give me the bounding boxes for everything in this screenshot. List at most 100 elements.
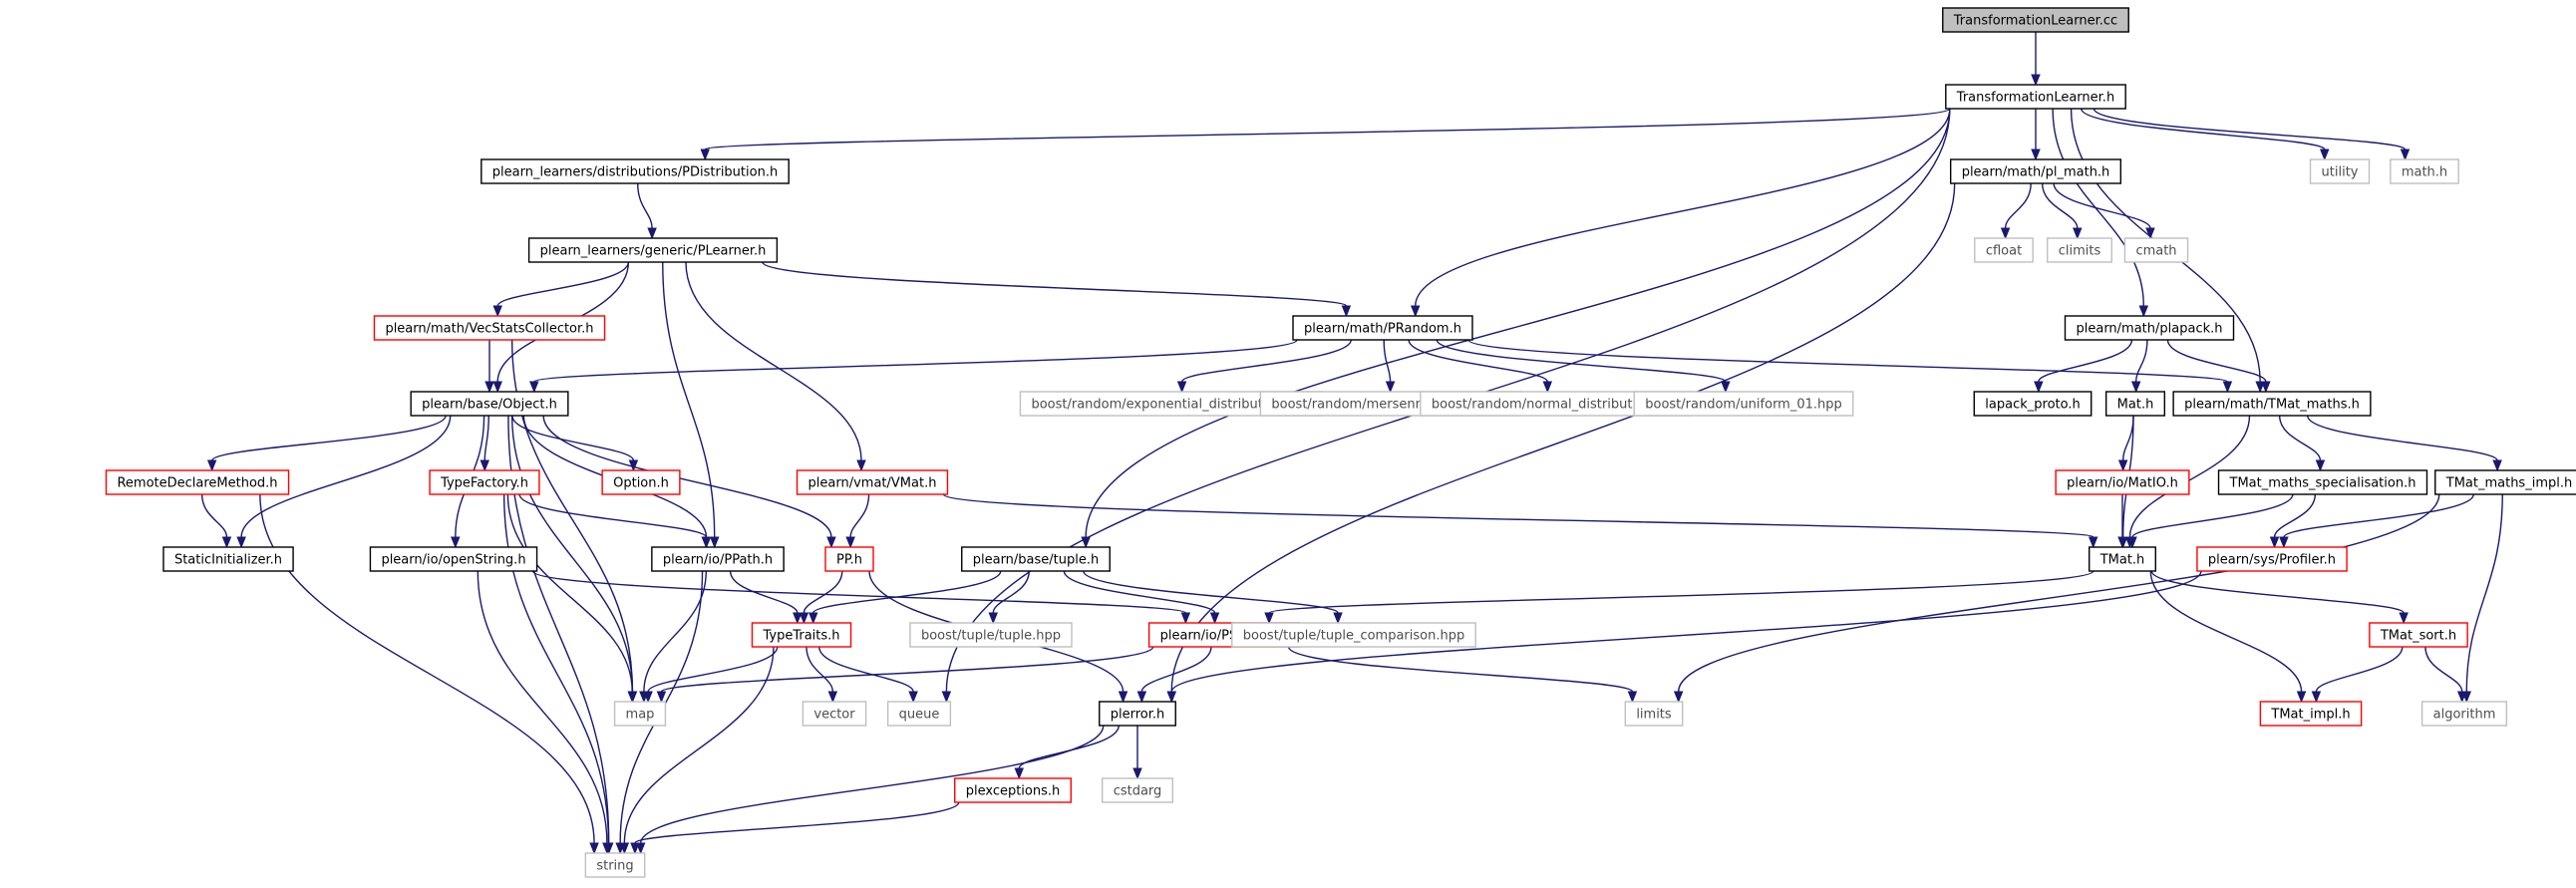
arrowhead-tmath-to-pstream <box>1264 612 1274 625</box>
edge-typetraits-to-queue <box>818 646 914 693</box>
node-map: map <box>613 701 667 727</box>
node-tuplecomp: boost/tuple/tuple_comparison.hpp <box>1231 622 1476 648</box>
node-plerror[interactable]: plerror.h <box>1099 701 1176 727</box>
node-box <box>1949 158 2122 184</box>
node-plmath[interactable]: plearn/math/pl_math.h <box>1949 158 2122 184</box>
node-box <box>824 546 874 572</box>
arrowhead-prandom-to-mersenne <box>1385 381 1396 394</box>
arrowhead-matio-to-tmath <box>2117 536 2127 549</box>
node-box <box>527 237 779 263</box>
node-pph[interactable]: PP.h <box>824 546 874 572</box>
node-tmatsort[interactable]: TMat_sort.h <box>2369 622 2468 648</box>
node-utility: utility <box>2309 158 2371 184</box>
node-box <box>909 622 1073 648</box>
node-tmatimplh[interactable]: TMat_maths_impl.h <box>2434 469 2576 495</box>
node-label: cfloat <box>1986 244 2022 259</box>
edge-pph-to-typetraits <box>803 570 843 614</box>
node-pdist[interactable]: plearn_learners/distributions/PDistribut… <box>481 158 790 184</box>
arrowhead-remotedecl-to-string <box>589 842 599 855</box>
edge-tmatsort-to-algorithm <box>2424 646 2463 693</box>
edge-tmatimplh-to-profiler <box>2283 493 2474 538</box>
edge-prandom-to-expdist <box>1180 339 1352 383</box>
node-mathh: math.h <box>2390 158 2459 184</box>
node-tl_cc[interactable]: TransformationLearner.cc <box>1942 7 2129 33</box>
arrowhead-prandom-to-uniform <box>1721 381 1731 394</box>
arrowhead-tmatspec-to-profiler <box>2269 536 2280 549</box>
node-label: vector <box>813 708 855 723</box>
arrowhead-vmat-to-tmath <box>2088 536 2098 549</box>
arrowhead-tl_h-to-queue <box>941 691 952 704</box>
node-plexceptions[interactable]: plexceptions.h <box>954 777 1072 803</box>
node-plapack[interactable]: plearn/math/plapack.h <box>2064 315 2235 341</box>
arrowhead-typefactory-to-ppath <box>701 536 712 549</box>
node-prandom[interactable]: plearn/math/PRandom.h <box>1292 315 1473 341</box>
node-box <box>584 852 646 878</box>
edge-pdist-to-plearner <box>637 182 653 229</box>
node-cmath: cmath <box>2123 237 2189 263</box>
node-remotedecl[interactable]: RemoteDeclareMethod.h <box>105 469 290 495</box>
node-label: TransformationLearner.cc <box>1953 14 2117 29</box>
node-tmatspec[interactable]: TMat_maths_specialisation.h <box>2217 469 2428 495</box>
node-vecstats[interactable]: plearn/math/VecStatsCollector.h <box>373 315 606 341</box>
arrowhead-typetraits-to-vector <box>827 691 838 704</box>
node-staticinit[interactable]: StaticInitializer.h <box>162 546 294 572</box>
node-math[interactable]: Mat.h <box>2104 391 2166 417</box>
edge-object-to-pph <box>542 415 832 538</box>
edge-openstring-to-pstream <box>531 570 1187 614</box>
node-object[interactable]: plearn/base/Object.h <box>410 391 569 417</box>
node-box <box>2217 469 2428 495</box>
edge-tl_h-to-pdist <box>704 108 1951 150</box>
node-lapackproto[interactable]: lapack_proto.h <box>1973 391 2093 417</box>
edge-tl_h-to-mathh <box>2093 108 2407 150</box>
node-box <box>2309 158 2371 184</box>
arrowhead-tl_h-to-mathh <box>2400 148 2411 161</box>
node-option[interactable]: Option.h <box>601 469 681 495</box>
arrowhead-vmat-to-pph <box>845 536 855 549</box>
edge-remotedecl-to-staticinit <box>200 493 228 538</box>
edge-ppath-to-typetraits <box>729 570 799 614</box>
edge-object-to-typefactory <box>483 415 489 461</box>
edge-pstream-to-limits <box>1287 646 1634 693</box>
node-label: TMat.h <box>2099 553 2145 568</box>
node-tuple[interactable]: plearn/base/tuple.h <box>961 546 1111 572</box>
arrowhead-pstream-to-limits <box>1627 691 1638 704</box>
edge-typefactory-to-map <box>506 493 633 693</box>
node-typefactory[interactable]: TypeFactory.h <box>429 469 540 495</box>
node-plearner[interactable]: plearn_learners/generic/PLearner.h <box>527 237 779 263</box>
arrowhead-tmath-to-tmatimpl <box>2296 691 2307 704</box>
node-label: boost/tuple/tuple.hpp <box>921 629 1061 644</box>
node-box <box>961 546 1111 572</box>
node-tmath[interactable]: TMat.h <box>2089 546 2156 572</box>
edge-plmath-to-cfloat <box>2004 182 2032 229</box>
node-ppath[interactable]: plearn/io/PPath.h <box>651 546 785 572</box>
node-uniform: boost/random/uniform_01.hpp <box>1633 391 1854 417</box>
node-box <box>2390 158 2459 184</box>
node-label: plearn/io/PPath.h <box>663 553 773 568</box>
edge-object-to-remotedecl <box>210 415 447 461</box>
node-box <box>2434 469 2576 495</box>
node-cfloat: cfloat <box>1974 237 2034 263</box>
node-box <box>373 315 606 341</box>
node-label: TransformationLearner.h <box>1956 91 2114 106</box>
node-openstring[interactable]: plearn/io/openString.h <box>369 546 538 572</box>
node-vmat[interactable]: plearn/vmat/VMat.h <box>796 469 949 495</box>
node-limits: limits <box>1624 701 1684 727</box>
node-tmatmaths[interactable]: plearn/math/TMat_maths.h <box>2172 391 2372 417</box>
node-normdist: boost/random/normal_distribution.hpp <box>1420 391 1693 417</box>
edge-prandom-to-tmatmaths <box>1467 339 2229 383</box>
node-tl_h[interactable]: TransformationLearner.h <box>1945 84 2126 110</box>
node-profiler[interactable]: plearn/sys/Profiler.h <box>2196 546 2348 572</box>
arrowhead-tl_h-to-plmath <box>2031 148 2041 161</box>
arrowhead-tuple-to-pstream <box>1209 612 1220 625</box>
node-box <box>886 701 952 727</box>
edge-pstream-to-plerror <box>1140 646 1212 693</box>
arrowhead-tmatmaths-to-tmatimplh <box>2492 459 2502 472</box>
node-label: boost/tuple/tuple_comparison.hpp <box>1243 629 1464 644</box>
node-matio[interactable]: plearn/io/MatIO.h <box>2055 469 2190 495</box>
node-label: algorithm <box>2433 708 2496 723</box>
arrowhead-tuple-to-typetraits <box>808 612 818 625</box>
node-cstdarg: cstdarg <box>1101 777 1174 803</box>
node-typetraits[interactable]: TypeTraits.h <box>751 622 852 648</box>
node-tmatimpl[interactable]: TMat_impl.h <box>2259 701 2363 727</box>
node-label: TypeFactory.h <box>440 476 528 491</box>
